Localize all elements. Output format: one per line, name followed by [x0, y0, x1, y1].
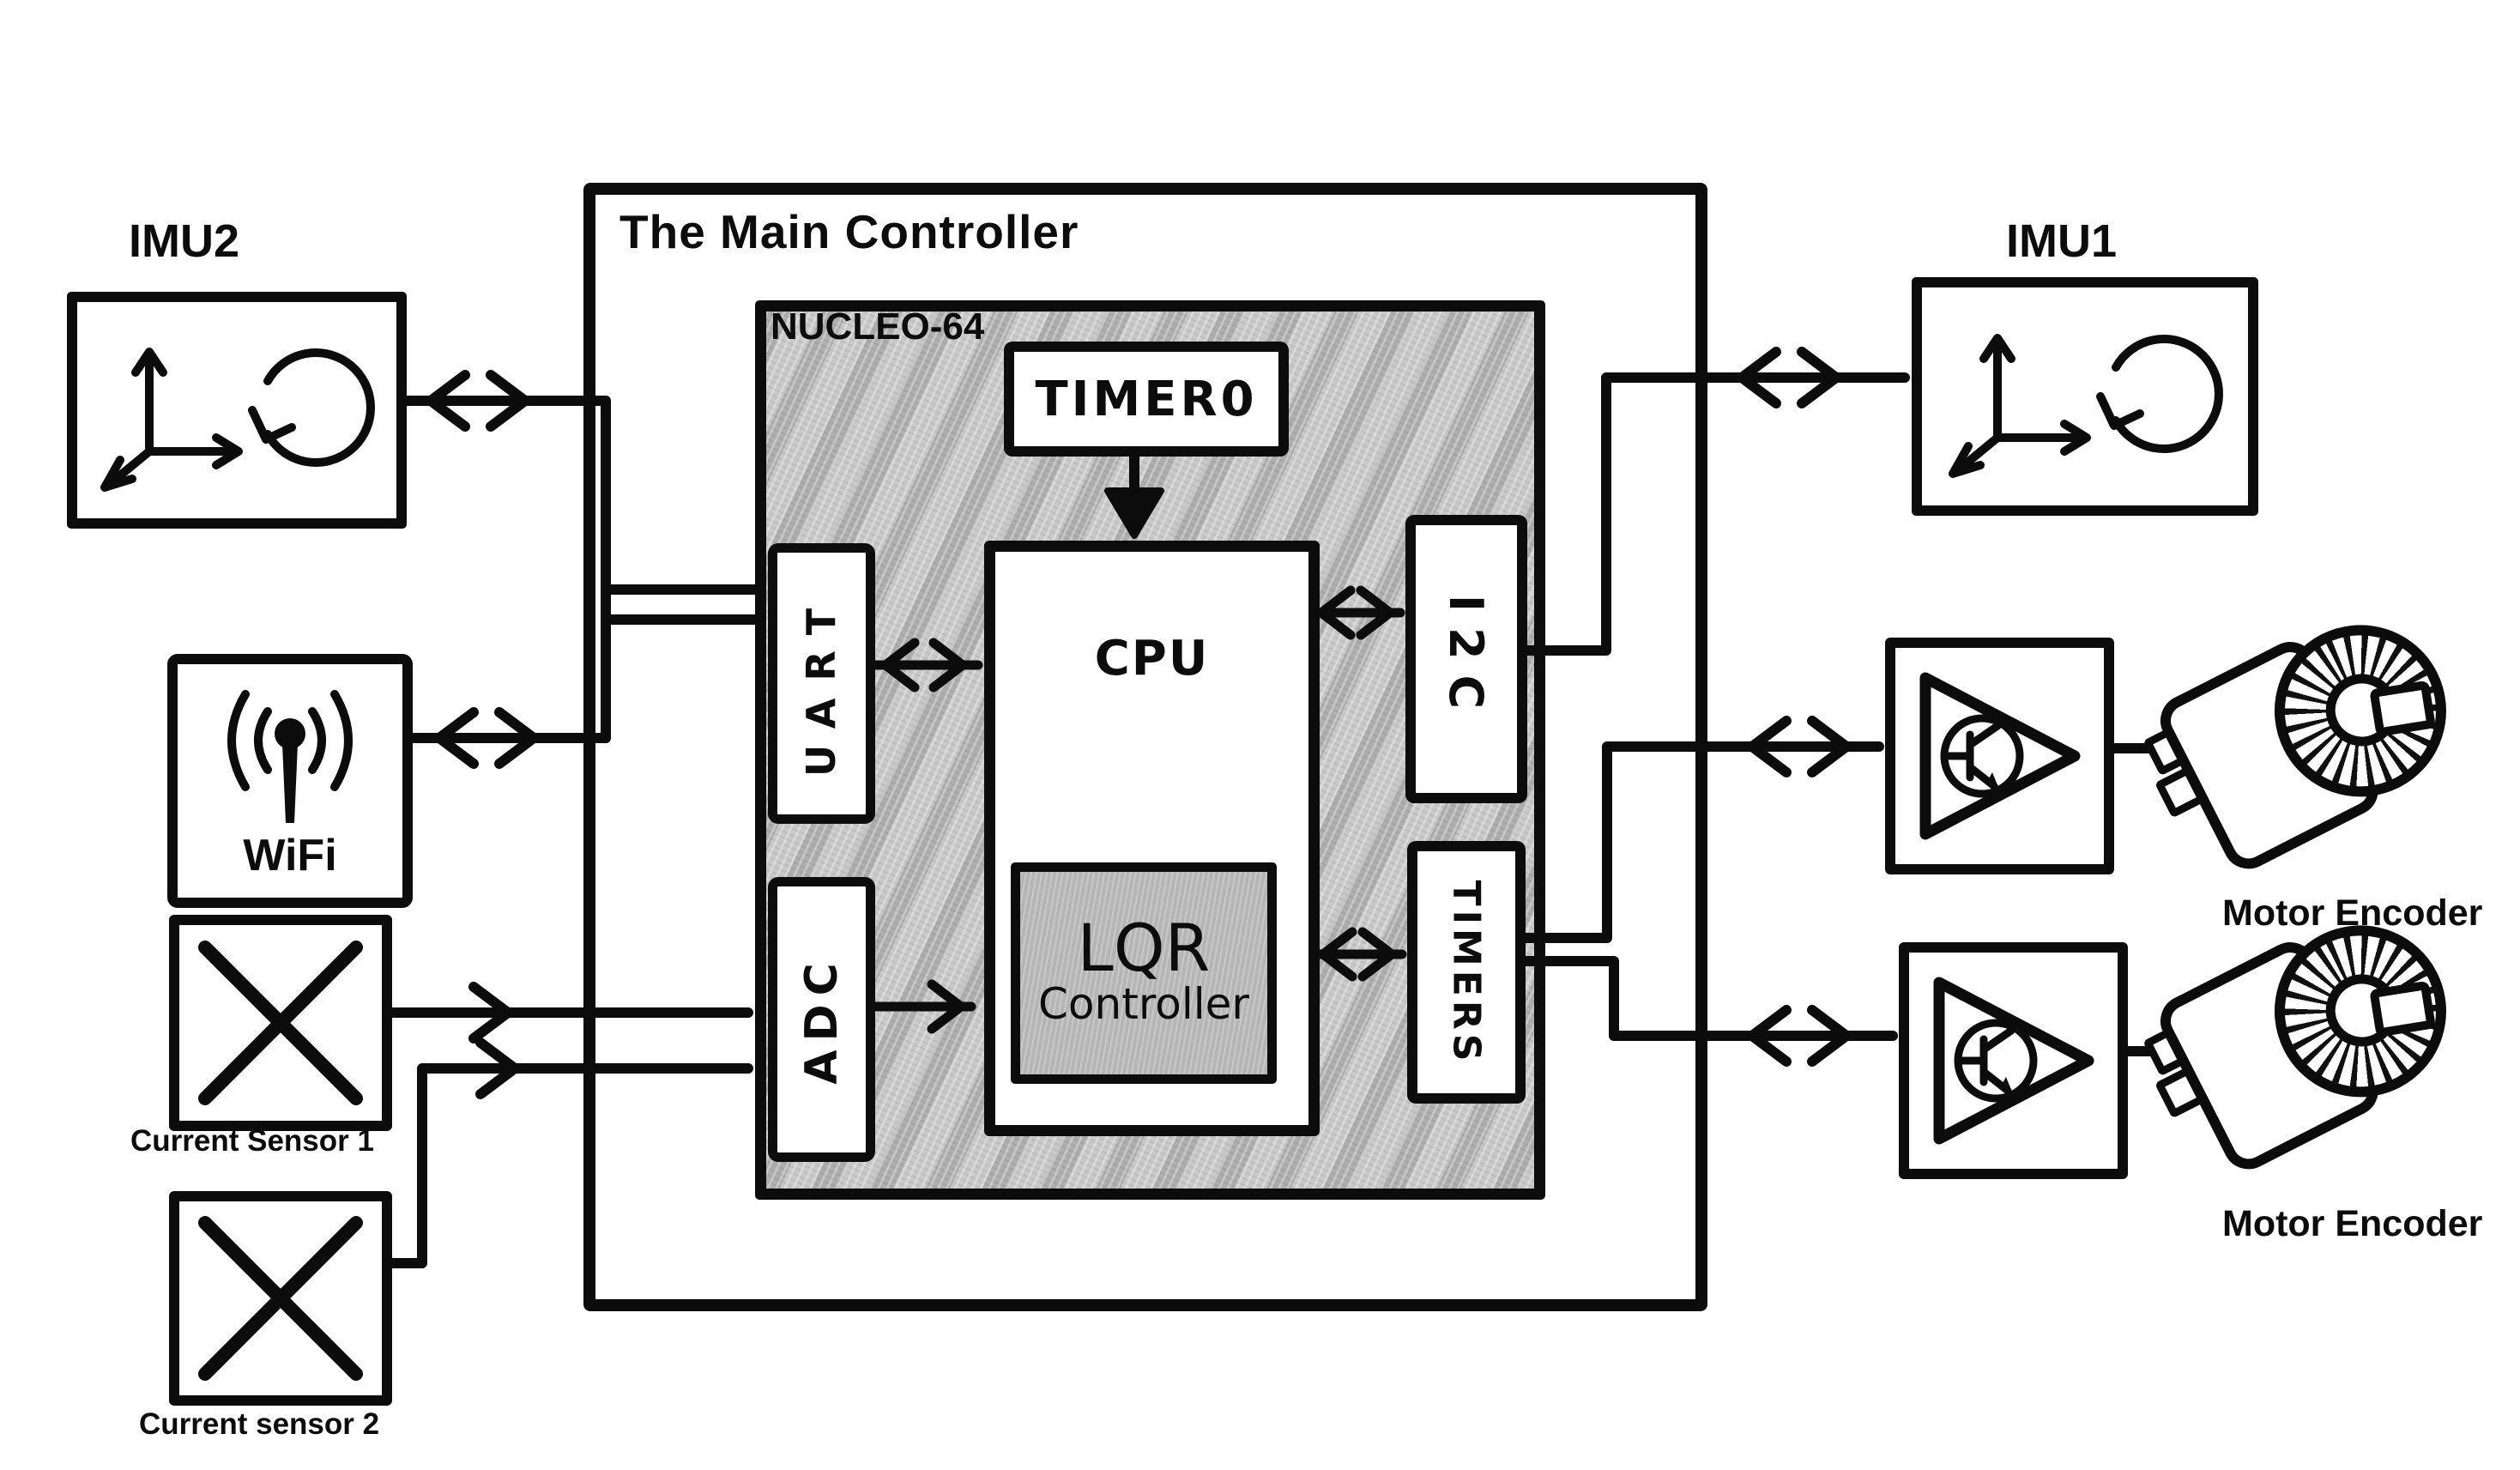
timer0-block: TIMER0 — [1004, 342, 1289, 457]
lqr-subtitle: Controller — [1038, 979, 1249, 1030]
wifi-box: WiFi — [167, 654, 413, 908]
current-sensor-1-label: Current Sensor 1 — [130, 1124, 374, 1158]
imu1-label: IMU1 — [2006, 215, 2118, 267]
cpu-label: CPU — [1094, 631, 1210, 687]
page-title: The Main Controller — [619, 205, 1079, 258]
arrowhead-left-icon — [1747, 716, 1792, 777]
motor-encoder-2-illustration — [2142, 895, 2476, 1178]
motor-shaft — [2369, 680, 2437, 737]
motor-encoder-2-label: Motor Encoder — [2222, 1203, 2483, 1244]
timers-label: TIMERS — [1444, 880, 1489, 1065]
arrowhead-right-icon — [1797, 347, 1841, 408]
arrowhead-right-icon — [1807, 1005, 1852, 1067]
amplifier-transistor-icon — [1933, 977, 2094, 1145]
motor-driver-1-box — [1885, 638, 2114, 874]
amplifier-transistor-icon — [1919, 672, 2080, 840]
rotation-arrow-icon — [2112, 335, 2223, 453]
arrowhead-right-icon — [486, 370, 530, 432]
adc-block: ADC — [768, 877, 875, 1162]
current-sensor-2-label: Current sensor 2 — [139, 1407, 380, 1441]
motor-driver-2-box — [1899, 942, 2128, 1179]
wifi-icon — [227, 690, 353, 823]
arrowhead-right-icon — [1807, 716, 1852, 777]
uart-label: UART — [798, 590, 845, 777]
timer0-label: TIMER0 — [1035, 371, 1258, 427]
lqr-title: LQR — [1077, 909, 1211, 986]
nucleo-board-label: NUCLEO-64 — [771, 305, 985, 348]
motor-shaft — [2369, 980, 2437, 1037]
lqr-controller-block: LQR Controller — [1011, 862, 1277, 1084]
imu-axes-icon — [1949, 334, 2223, 478]
current-sensor-1-box — [169, 915, 392, 1131]
uart-block: UART — [768, 543, 875, 824]
arrowhead-right-icon — [468, 982, 513, 1044]
timers-block: TIMERS — [1407, 841, 1526, 1104]
imu-axes-icon — [100, 348, 375, 492]
i2c-label: I2C — [1439, 594, 1494, 724]
imu2-label: IMU2 — [129, 215, 240, 267]
x-cross-icon — [198, 941, 363, 1105]
adc-label: ADC — [795, 954, 848, 1085]
rotation-arrow-icon — [263, 348, 375, 467]
arrowhead-left-icon — [1747, 1005, 1792, 1067]
cpu-block: CPU LQR Controller — [984, 541, 1320, 1136]
i2c-block: I2C — [1405, 515, 1527, 803]
arrowhead-right-icon — [475, 1037, 520, 1099]
imu2-box — [67, 292, 407, 529]
arrowhead-right-icon — [494, 707, 539, 769]
arrowhead-left-icon — [426, 370, 470, 432]
x-cross-icon — [198, 1216, 363, 1381]
current-sensor-2-box — [169, 1191, 392, 1406]
arrowhead-left-icon — [1737, 347, 1781, 408]
arrowhead-left-icon — [434, 707, 479, 769]
wifi-label: WiFi — [243, 831, 337, 880]
motor-encoder-1-illustration — [2142, 595, 2476, 878]
imu1-box — [1912, 277, 2258, 516]
